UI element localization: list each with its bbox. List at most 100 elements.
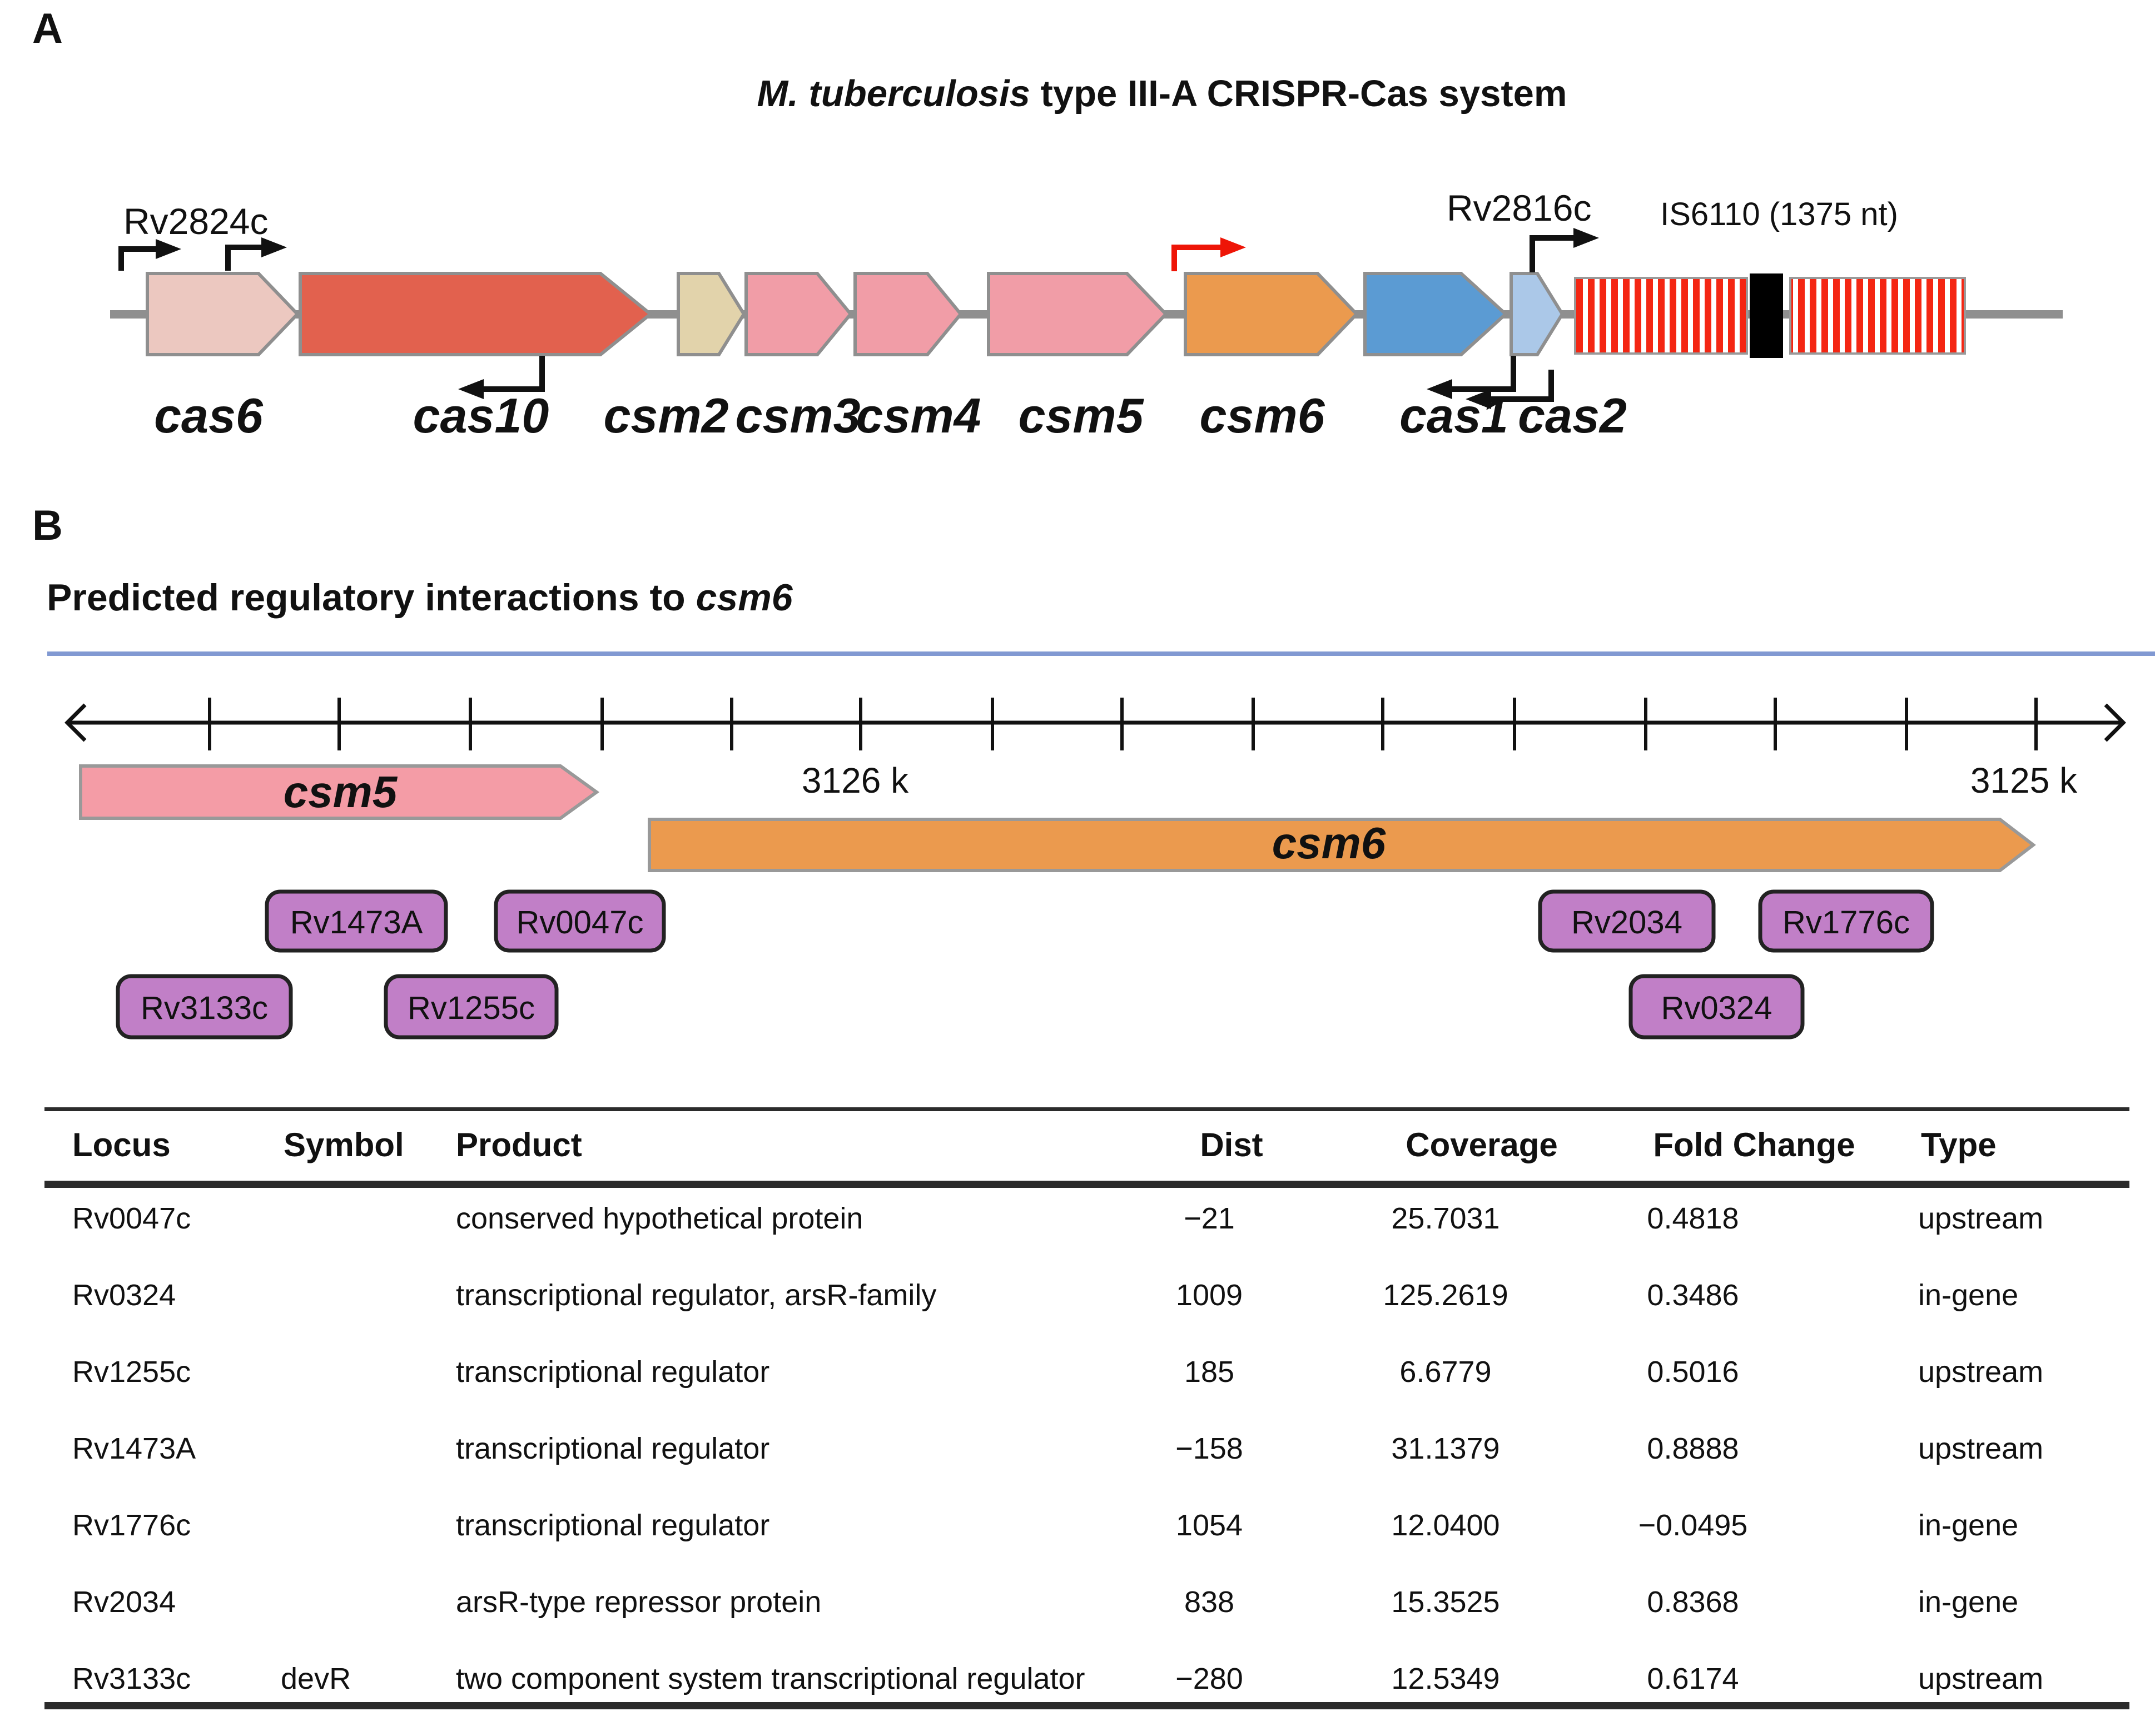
gene-label-csm4: csm4 (856, 388, 981, 443)
regulator-box-label-Rv3133c: Rv3133c (141, 990, 268, 1026)
regulator-box-Rv0047c (494, 889, 666, 953)
table-cell-dist: −280 (1175, 1662, 1243, 1695)
reverse-arrow-cas10-head (458, 379, 484, 399)
reverse-arrow-cas2-head (1466, 389, 1491, 409)
table-cell-coverage: 12.0400 (1391, 1509, 1500, 1542)
table-cell-dist: 1009 (1175, 1279, 1243, 1312)
regulator-box-Rv0324 (1628, 974, 1805, 1039)
ruler-arrowhead-left (64, 703, 87, 742)
table-cell-fold-change: 0.8888 (1647, 1432, 1739, 1465)
section-divider (47, 651, 2155, 656)
gene-arrow-cas1 (1363, 272, 1508, 356)
regulator-box-label-Rv2034: Rv2034 (1571, 904, 1682, 941)
promoter-arrow-rv2816c (1530, 235, 1573, 272)
panel-b-title: Predicted regulatory interactions to csm… (47, 576, 793, 619)
table-cell-coverage: 25.7031 (1391, 1202, 1500, 1235)
promoter-arrow-rv2824c-1-head (156, 239, 181, 259)
gene-arrow-cas2 (1510, 272, 1565, 356)
table-cell-locus: Rv2034 (72, 1585, 176, 1619)
table-header-fold-change: Fold Change (1653, 1126, 1855, 1163)
is6110-stripes-left (1574, 277, 1748, 355)
table-cell-dist: −158 (1175, 1432, 1243, 1465)
table-cell-product: conserved hypothetical protein (456, 1202, 863, 1235)
region-gene-csm6 (648, 818, 2036, 872)
coordinate-label-left: 3126 k (802, 760, 909, 800)
table-cell-locus: Rv1255c (72, 1355, 191, 1389)
table-cell-dist: −21 (1184, 1202, 1235, 1235)
table-cell-symbol: devR (281, 1662, 351, 1695)
table-cell-product: two component system transcriptional reg… (456, 1662, 1085, 1695)
promoter-arrow-csm6-red-head (1220, 237, 1246, 257)
table-cell-type: in-gene (1918, 1585, 2019, 1619)
promoter-arrow-rv2824c-2 (225, 245, 261, 271)
gene-arrow-csm4 (853, 272, 963, 356)
table-header-type: Type (1921, 1126, 1997, 1163)
promoter-arrow-rv2824c-2-head (261, 237, 287, 257)
table-header-coverage: Coverage (1406, 1126, 1558, 1163)
promoter-arrow-rv2816c-head (1573, 228, 1599, 248)
promoter-arrow-rv2824c-1 (118, 246, 156, 271)
table-cell-dist: 1054 (1175, 1509, 1243, 1542)
table-cell-product: arsR-type repressor protein (456, 1585, 822, 1619)
table-cell-fold-change: 0.3486 (1647, 1279, 1739, 1312)
coordinate-label-right: 3125 k (1970, 760, 2078, 800)
table-cell-locus: Rv1473A (72, 1432, 196, 1465)
table-cell-type: upstream (1918, 1202, 2044, 1235)
promoter-arrow-csm6-red (1171, 245, 1220, 271)
panel-a-title: M. tuberculosis type III-A CRISPR-Cas sy… (111, 72, 2155, 115)
regulator-box-Rv3133c (116, 974, 293, 1039)
table-rule-top (44, 1107, 2129, 1111)
table-cell-product: transcriptional regulator (456, 1509, 770, 1542)
table-cell-type: upstream (1918, 1355, 2044, 1389)
table-cell-product: transcriptional regulator (456, 1432, 770, 1465)
table-cell-coverage: 15.3525 (1391, 1585, 1500, 1619)
locus-label-rv2824c: Rv2824c (123, 201, 269, 242)
table-rule-header (44, 1181, 2129, 1188)
ruler-arrowhead-right (2104, 703, 2126, 742)
gene-label-cas2: cas2 (1518, 388, 1627, 443)
gene-arrow-cas10 (299, 272, 653, 356)
table-cell-fold-change: 0.4818 (1647, 1202, 1739, 1235)
table-cell-fold-change: −0.0495 (1638, 1509, 1748, 1542)
reverse-arrow-cas1 (1452, 356, 1516, 392)
reverse-arrow-cas2 (1491, 370, 1554, 402)
region-gene-label-csm5: csm5 (284, 767, 398, 817)
gene-label-csm3: csm3 (735, 388, 860, 443)
table-cell-type: in-gene (1918, 1279, 2019, 1312)
gene-arrow-csm2 (677, 272, 746, 356)
region-gene-label-csm6: csm6 (1272, 818, 1386, 868)
regulator-box-Rv2034 (1538, 889, 1716, 953)
gene-arrow-csm5 (987, 272, 1169, 356)
locus-label-rv2816c: Rv2816c (1447, 187, 1592, 228)
panel-a-title-species: M. tuberculosis (757, 73, 1030, 115)
gene-arrow-csm6 (1184, 272, 1359, 356)
table-cell-locus: Rv3133c (72, 1662, 191, 1695)
region-gene-csm5 (79, 764, 600, 820)
table-cell-dist: 838 (1184, 1585, 1235, 1619)
panel-b-label: B (32, 502, 63, 549)
gene-label-csm2: csm2 (603, 388, 728, 443)
regulator-box-label-Rv1255c: Rv1255c (408, 990, 535, 1026)
table-cell-coverage: 12.5349 (1391, 1662, 1500, 1695)
panel-a-title-rest: type III-A CRISPR-Cas system (1030, 73, 1567, 115)
table-cell-coverage: 6.6779 (1399, 1355, 1492, 1389)
regulator-box-Rv1473A (265, 889, 448, 953)
is6110-label: IS6110 (1375 nt) (1660, 196, 1898, 232)
table-cell-type: upstream (1918, 1432, 2044, 1465)
table-header-product: Product (456, 1126, 582, 1163)
table-cell-product: transcriptional regulator, arsR-family (456, 1279, 937, 1312)
table-header-symbol: Symbol (284, 1126, 404, 1163)
panel-b-title-text: Predicted regulatory interactions to (47, 576, 696, 619)
gene-label-csm6: csm6 (1199, 388, 1325, 443)
table-header-dist: Dist (1200, 1126, 1263, 1163)
table-cell-product: transcriptional regulator (456, 1355, 770, 1389)
regulator-box-label-Rv0324: Rv0324 (1661, 990, 1772, 1026)
regulator-box-label-Rv0047c: Rv0047c (517, 904, 644, 941)
table-header-locus: Locus (72, 1126, 171, 1163)
regulator-box-Rv1255c (384, 974, 559, 1039)
table-cell-locus: Rv0047c (72, 1202, 191, 1235)
regulator-box-label-Rv1473A: Rv1473A (290, 904, 423, 941)
reverse-arrow-cas10 (484, 356, 545, 392)
panel-a-label: A (32, 5, 63, 52)
